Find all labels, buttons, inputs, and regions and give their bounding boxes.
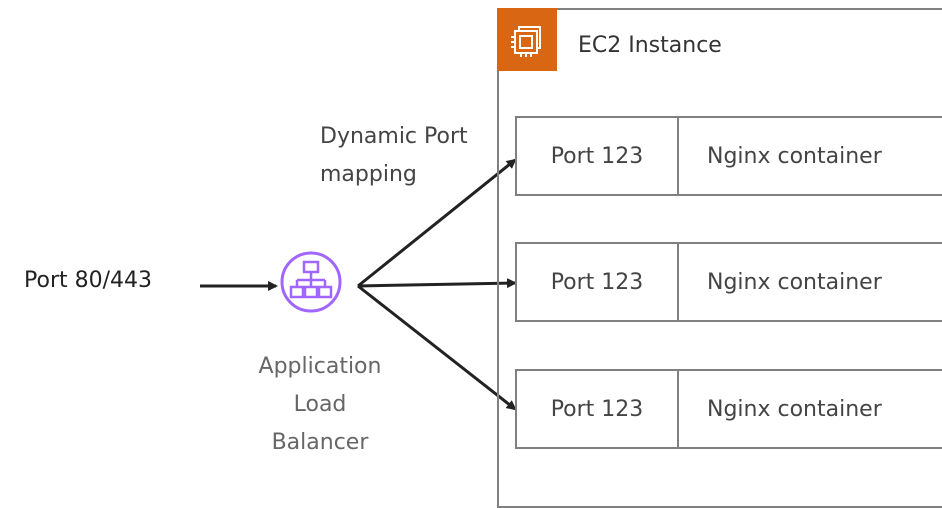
container-row-1: Port 123 Nginx container <box>515 116 942 196</box>
mapping-label-line-2: mapping <box>320 162 417 187</box>
ec2-chip-icon <box>511 25 541 57</box>
alb-label-line-3: Balancer <box>271 430 369 455</box>
container-cell: Nginx container <box>707 143 882 169</box>
ec2-badge <box>497 8 557 71</box>
alb-label-line-1: Application <box>258 354 382 379</box>
arrow-alb-to-row-1 <box>357 158 517 288</box>
port-cell: Port 123 <box>517 244 679 320</box>
mapping-label-line-1: Dynamic Port <box>320 124 468 149</box>
alb-label-line-2: Load <box>293 392 347 417</box>
container-cell: Nginx container <box>707 396 882 422</box>
connector-arrows <box>200 158 517 411</box>
port-cell: Port 123 <box>517 371 679 447</box>
container-row-3: Port 123 Nginx container <box>515 369 942 449</box>
dynamic-port-mapping-label: Dynamic Port mapping <box>320 118 468 194</box>
container-cell: Nginx container <box>707 269 882 295</box>
ec2-instance-title: EC2 Instance <box>578 33 722 58</box>
arrow-alb-to-row-2 <box>357 278 517 289</box>
arrow-alb-to-row-3 <box>357 284 517 411</box>
application-load-balancer-icon <box>280 251 342 313</box>
input-port-label: Port 80/443 <box>24 268 153 293</box>
port-cell: Port 123 <box>517 118 679 194</box>
alb-label: Application Load Balancer <box>230 348 410 462</box>
container-row-2: Port 123 Nginx container <box>515 242 942 322</box>
